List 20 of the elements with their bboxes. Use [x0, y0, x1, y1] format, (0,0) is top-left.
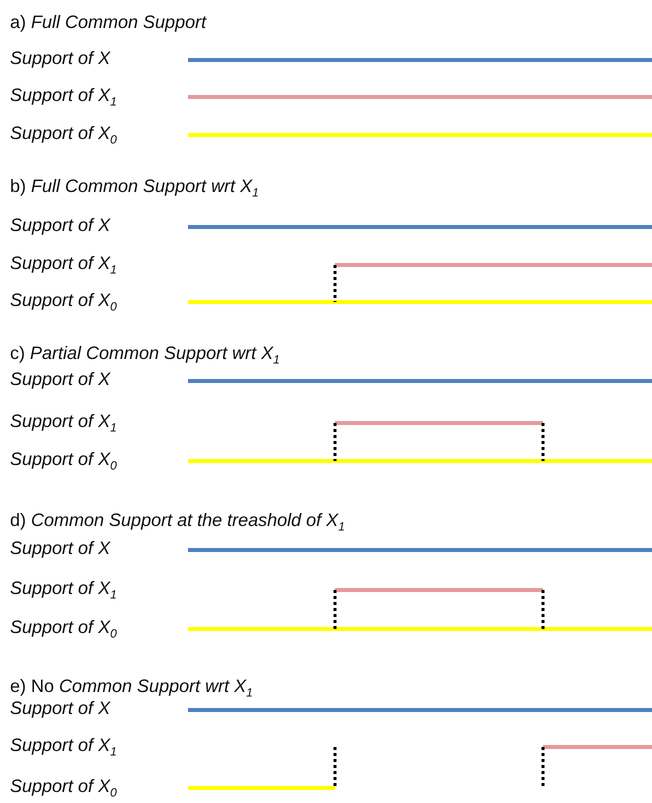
- row-label: Support of X$_{1}$: [10, 735, 117, 761]
- panel-heading: a) Full Common Support: [10, 12, 206, 32]
- row-label: Support of X: [10, 538, 110, 558]
- row-label: Support of X$_{0}$: [10, 290, 117, 316]
- row-label: Support of X: [10, 369, 110, 389]
- row-label: Support of X$_{0}$: [10, 449, 117, 475]
- panel-heading: b) Full Common Support wrt X$_{1}$: [10, 176, 259, 202]
- row-label: Support of X: [10, 698, 110, 718]
- panel-heading: d) Common Support at the treashold of X$_{1}$: [10, 510, 345, 536]
- row-label: Support of X: [10, 215, 110, 235]
- row-label: Support of X$_{1}$: [10, 578, 117, 604]
- panel-heading: c) Partial Common Support wrt X$_{1}$: [10, 343, 280, 369]
- row-label: Support of X$_{0}$: [10, 123, 117, 149]
- panel-heading: e) No Common Support wrt X$_{1}$: [10, 676, 253, 701]
- row-label: Support of X$_{0}$: [10, 776, 117, 802]
- row-label: Support of X$_{1}$: [10, 253, 117, 279]
- row-label: Support of X$_{1}$: [10, 85, 117, 111]
- row-label: Support of X: [10, 48, 110, 68]
- row-label: Support of X$_{1}$: [10, 411, 117, 437]
- row-label: Support of X$_{0}$: [10, 617, 117, 643]
